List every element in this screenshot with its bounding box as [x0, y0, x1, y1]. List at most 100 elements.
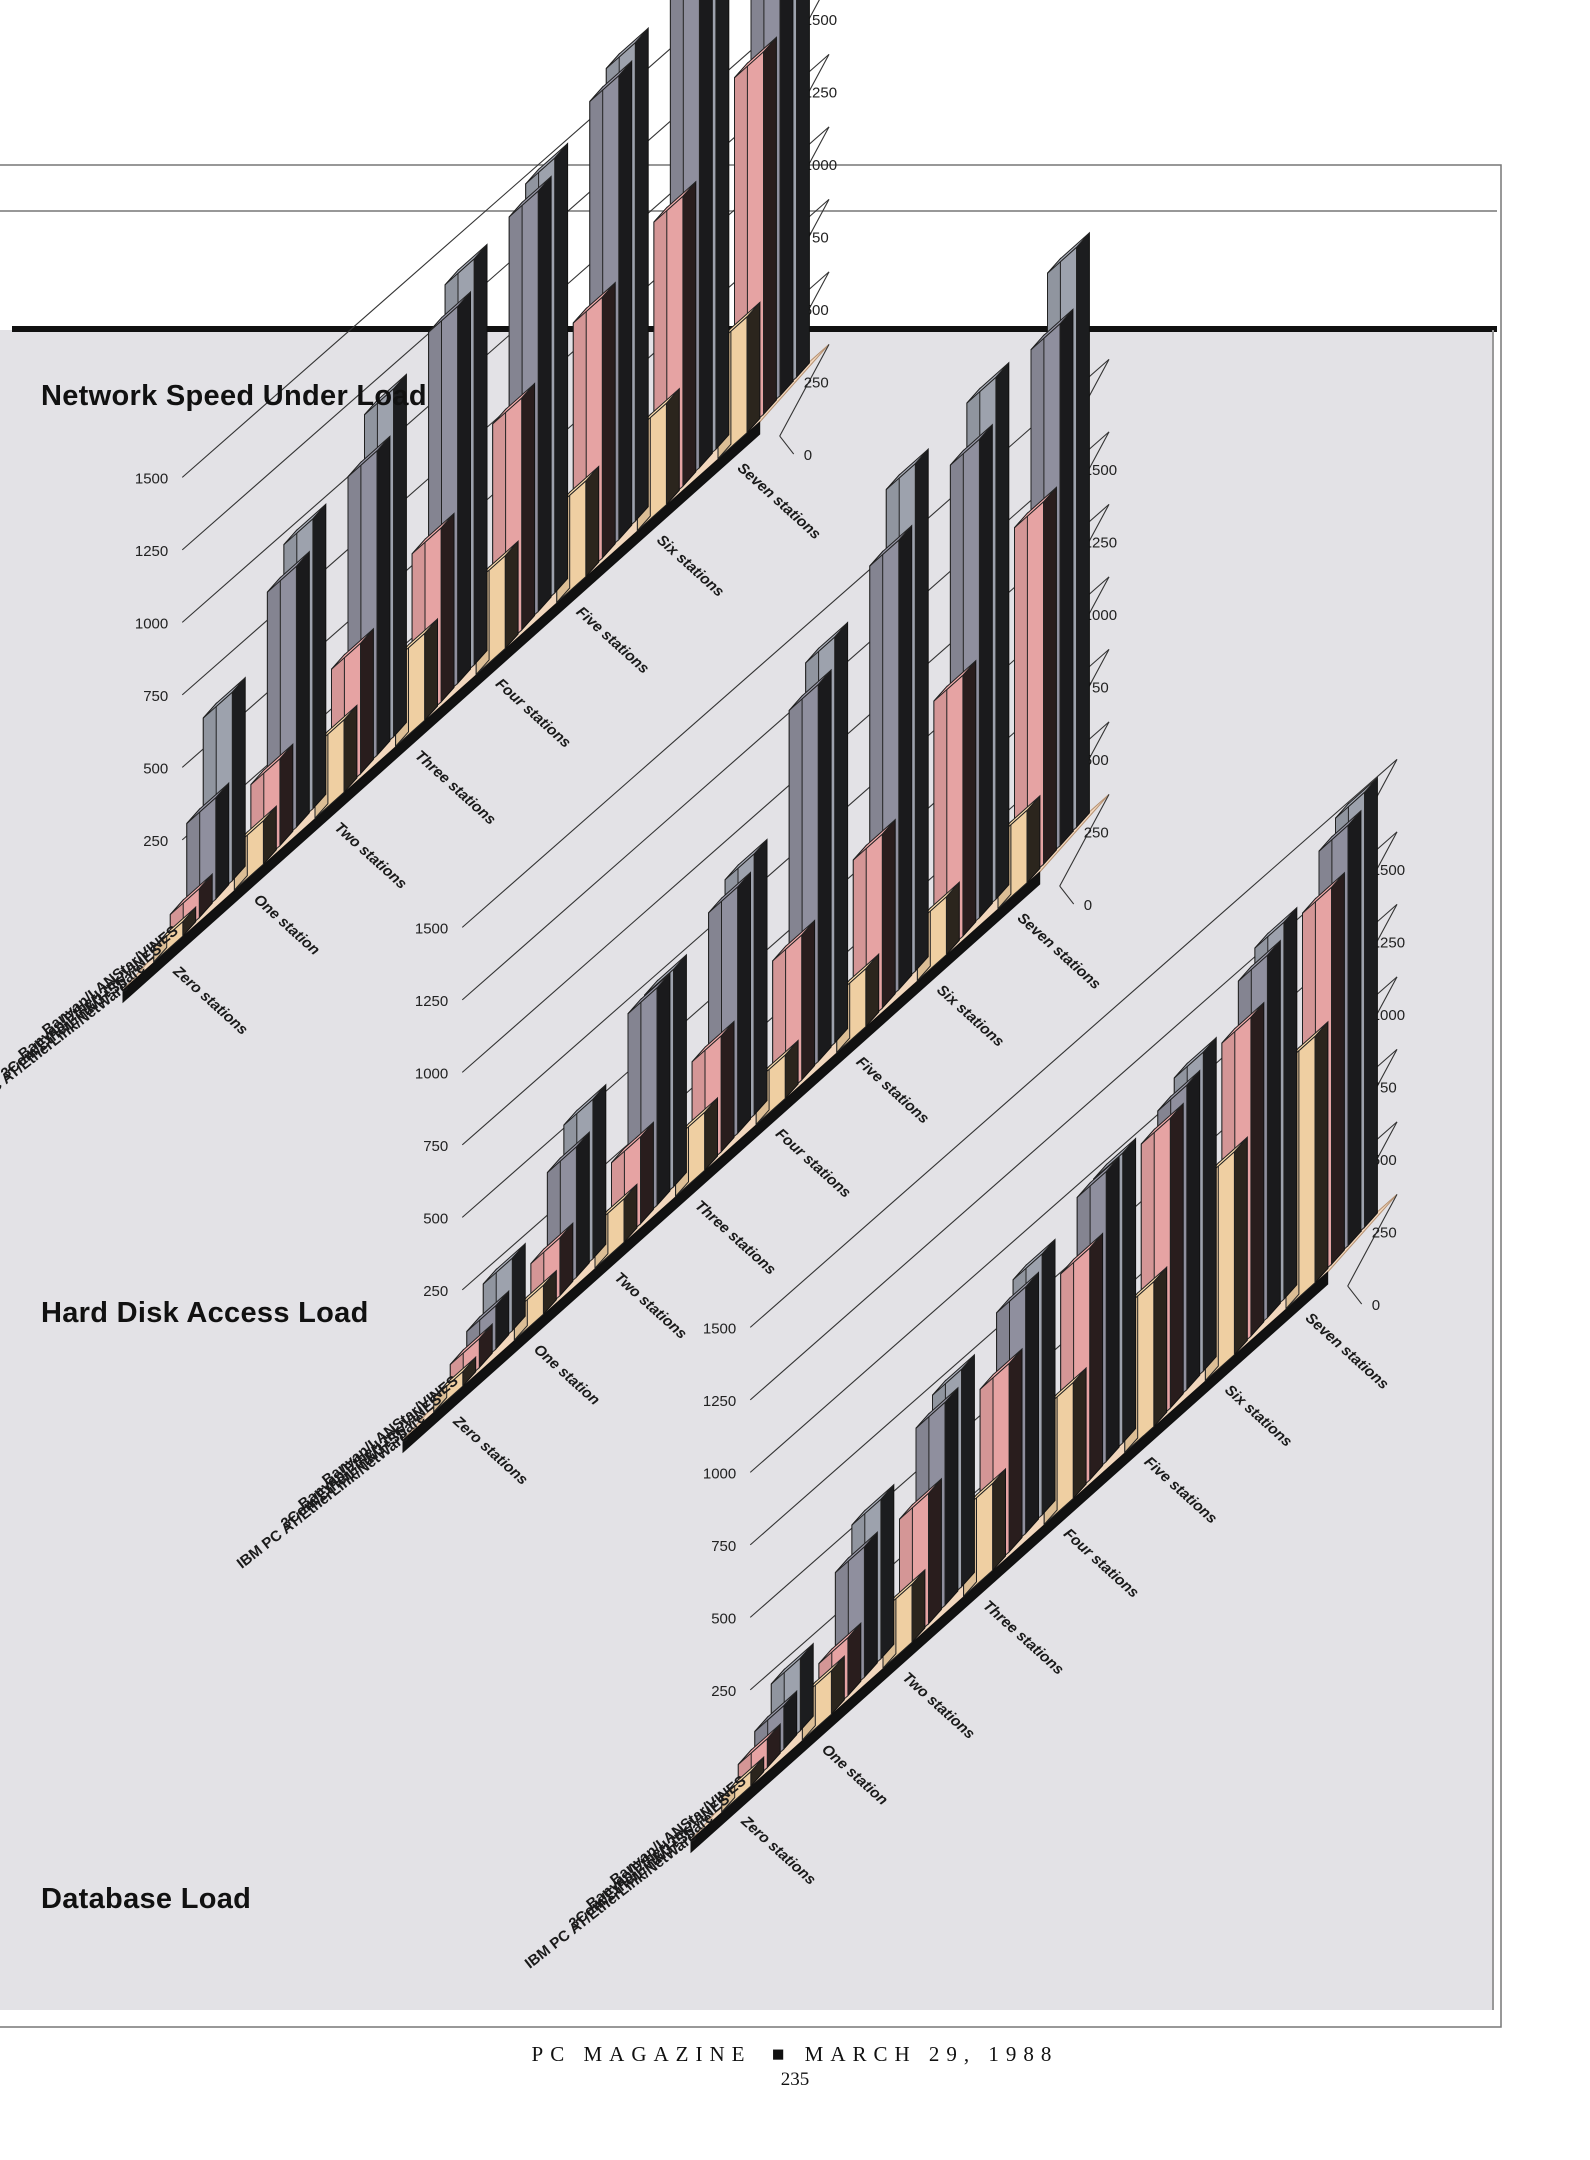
bar-side-face: [992, 1467, 1006, 1572]
bar-top-face: [1047, 232, 1090, 274]
bar-3com-etherlink-3-share-three-stations: [979, 1347, 1023, 1580]
right-axis-tick-label: 1500: [804, 12, 837, 29]
bar-side-face: [880, 1483, 895, 1661]
bar-top-face: [737, 1723, 781, 1765]
bar-top-face: [1238, 940, 1281, 982]
bar-side-face: [1283, 906, 1298, 1301]
right-tick-0: [1059, 885, 1075, 905]
bar-side-face: [537, 175, 552, 613]
bar-top-face: [1221, 1002, 1265, 1044]
chart-title-database-load: Database Load: [41, 1883, 252, 1915]
bar-side-face: [601, 281, 616, 560]
footer-issue-date: MARCH 29, 1988: [804, 2042, 1059, 2066]
bar-ibm-pc-at-etherlink-netware-zero-stations: [433, 1355, 477, 1414]
right-axis-tick-label: 1250: [804, 85, 837, 102]
bar-side-face: [1026, 794, 1041, 885]
chart-floor-edge: [690, 1270, 1329, 1854]
bar-side-face: [961, 1353, 975, 1589]
right-axis-tick-label: 1000: [804, 157, 837, 174]
right-axis-tick-label: 750: [1372, 1080, 1397, 1097]
gridline-1500: [749, 758, 1398, 1328]
bar-side-face: [763, 36, 777, 416]
bar-top-face: [966, 362, 1010, 404]
right-axis-tick-label: 0: [1372, 1297, 1380, 1314]
right-axis-tick-label: 0: [1084, 897, 1092, 914]
bar-side-face: [1072, 1366, 1087, 1500]
bar-top-face: [433, 1356, 477, 1398]
bar-top-face: [547, 1131, 590, 1173]
bar-top-face: [1076, 1156, 1120, 1198]
bar-top-face: [1318, 810, 1362, 852]
bar-side-face: [393, 373, 407, 739]
bar-top-face: [482, 1243, 526, 1285]
left-axis-tick-label: 750: [711, 1538, 736, 1555]
bar-side-face: [881, 818, 896, 1010]
bar-side-face: [1059, 308, 1074, 848]
right-gridline-0: [779, 344, 830, 437]
page-footer: PC MAGAZINE ■ MARCH 29, 1988 235: [0, 2042, 1590, 2091]
bar-side-face: [440, 512, 455, 704]
bar-top-face: [950, 424, 993, 466]
bar-side-face: [796, 0, 810, 379]
bar-top-face: [1093, 1138, 1136, 1180]
footer-separator: ■: [771, 2042, 785, 2066]
bar-top-face: [449, 1323, 493, 1365]
bar-top-face: [644, 954, 687, 996]
left-axis-tick-label: 750: [423, 1138, 448, 1155]
bar-top-face: [1030, 309, 1074, 351]
bar-side-face: [715, 0, 730, 451]
bar-top-face: [754, 1690, 798, 1732]
bar-top-face: [734, 37, 777, 79]
bar-side-face: [554, 142, 569, 595]
bar-top-face: [653, 181, 697, 223]
bar-top-face: [851, 1484, 895, 1526]
left-axis-tick-label: 500: [711, 1610, 736, 1627]
bar-side-face: [376, 435, 391, 757]
bar-top-face: [899, 1478, 942, 1520]
left-axis-tick-label: 1500: [415, 920, 448, 937]
chart-title-hard-disk-access: Hard Disk Access Load: [41, 1297, 369, 1329]
bar-top-face: [331, 628, 374, 670]
bar-side-face: [1153, 1265, 1168, 1428]
left-axis-tick-label: 500: [423, 1210, 448, 1227]
left-axis-tick-label: 1250: [415, 993, 448, 1010]
bar-top-face: [186, 782, 230, 824]
right-axis-tick-label: 1250: [1084, 535, 1117, 552]
right-axis-tick-label: 250: [1084, 825, 1109, 842]
bar-top-face: [1140, 1103, 1184, 1145]
footer-masthead: PC MAGAZINE ■ MARCH 29, 1988: [0, 2042, 1590, 2067]
bar-side-face: [1105, 1155, 1120, 1463]
footer-page-number: 235: [780, 2069, 810, 2090]
right-tick-0: [779, 435, 795, 455]
bar-top-face: [788, 669, 832, 711]
bar-top-face: [885, 448, 929, 490]
bar-side-face: [962, 659, 977, 938]
bar-top-face: [805, 622, 848, 664]
bar-top-face: [153, 906, 197, 948]
bar-side-face: [215, 781, 230, 901]
bar-top-face: [466, 1290, 510, 1332]
bar-side-face: [1202, 1036, 1217, 1373]
left-axis-tick-label: 250: [711, 1683, 736, 1700]
bar-side-face: [511, 1242, 526, 1332]
bar-side-face: [457, 290, 471, 685]
right-axis-tick-label: 1000: [1084, 607, 1117, 624]
right-axis-tick-label: 1000: [1372, 1007, 1405, 1024]
bar-side-face: [592, 1083, 607, 1261]
bar-side-face: [753, 838, 768, 1117]
bar-side-face: [673, 953, 687, 1189]
bar-side-face: [978, 423, 993, 920]
bar-top-face: [1254, 907, 1298, 949]
bar-side-face: [898, 524, 913, 991]
right-axis-tick-label: 500: [1084, 752, 1109, 769]
bar-side-face: [928, 1477, 942, 1626]
bar-side-face: [799, 1642, 814, 1732]
bar-side-face: [585, 465, 600, 578]
left-axis-tick-label: 1500: [703, 1320, 736, 1337]
bar-side-face: [1314, 1020, 1329, 1285]
bar-side-face: [863, 1530, 878, 1679]
right-axis-tick-label: 250: [804, 375, 829, 392]
left-axis-tick-label: 1000: [703, 1465, 736, 1482]
chart-title-network-speed: Network Speed Under Load: [41, 380, 427, 412]
